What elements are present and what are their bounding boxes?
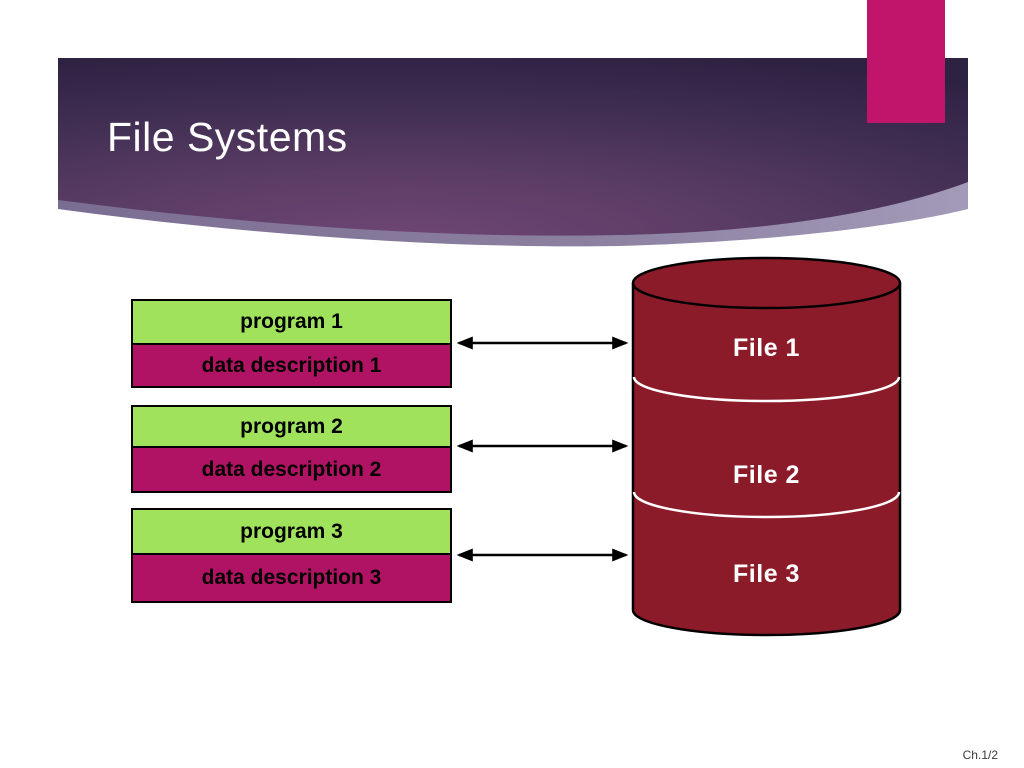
accent-rectangle — [867, 0, 945, 123]
file-label: File 1 — [733, 333, 800, 362]
header-band-shape — [58, 58, 968, 236]
cylinder-top — [631, 256, 902, 310]
program-data-pair: program 3 data description 3 — [131, 508, 452, 603]
program-box: program 1 — [133, 301, 450, 345]
file-storage-cylinder — [631, 256, 902, 637]
cylinder-divider-1 — [632, 376, 901, 403]
data-description-box: data description 2 — [133, 448, 450, 491]
data-description-box: data description 1 — [133, 345, 450, 386]
program-data-pair: program 1 data description 1 — [131, 299, 452, 388]
program-box: program 2 — [133, 407, 450, 448]
data-description-box: data description 3 — [133, 555, 450, 601]
program-box: program 3 — [133, 510, 450, 555]
file-label: File 3 — [733, 559, 800, 588]
slide-footer: Ch.1/2 — [962, 748, 998, 762]
cylinder-divider-2 — [632, 491, 901, 519]
program-data-pair: program 2 data description 2 — [131, 405, 452, 493]
file-label: File 2 — [733, 460, 800, 489]
link-arrows — [456, 336, 629, 562]
cylinder-body — [631, 283, 902, 637]
slide-title: File Systems — [107, 114, 348, 160]
